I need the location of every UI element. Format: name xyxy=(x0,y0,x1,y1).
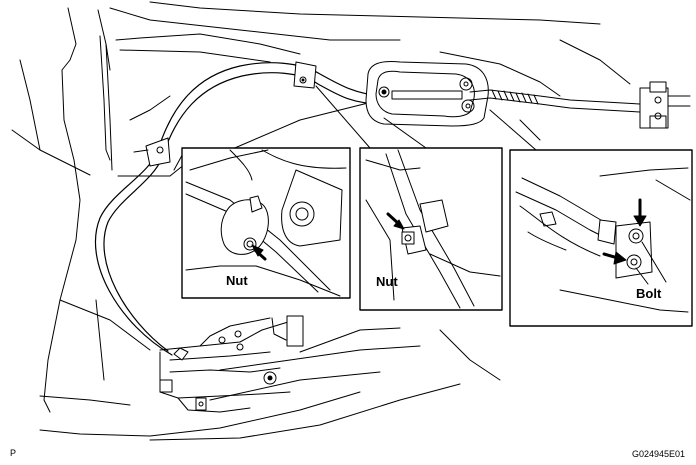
nut-label-left: Nut xyxy=(226,273,248,288)
vehicle-body-outline xyxy=(11,1,631,441)
parking-brake-cable xyxy=(94,62,471,356)
cable-clamp-top xyxy=(293,61,317,89)
nut-label-middle: Nut xyxy=(376,274,398,289)
rear-brake-cable xyxy=(469,89,641,113)
rear-cable-bracket xyxy=(365,61,489,127)
bolt-label: Bolt xyxy=(636,286,662,301)
page-mark: P xyxy=(10,448,17,458)
detail-inset-clamp-nut xyxy=(181,147,351,299)
cable-clamp-left xyxy=(133,137,171,167)
rear-cable-connector xyxy=(639,81,691,129)
detail-inset-cable-clamp xyxy=(359,147,503,311)
detail-inset-bolts xyxy=(509,149,693,327)
figure-id: G024945E01 xyxy=(632,449,686,459)
parking-brake-lever-assembly xyxy=(159,315,304,413)
